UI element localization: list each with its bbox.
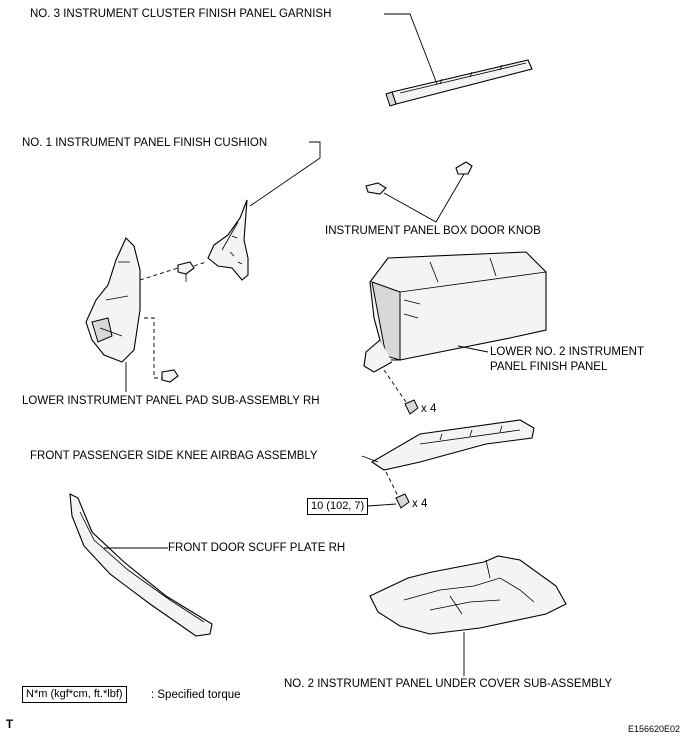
lower-no2-finish-panel-part bbox=[363, 251, 547, 373]
under-cover-part bbox=[369, 555, 567, 635]
cluster-garnish-leader bbox=[384, 13, 438, 85]
label-scuff-plate: FRONT DOOR SCUFF PLATE RH bbox=[168, 542, 346, 554]
label-qty-upper: x 4 bbox=[421, 403, 437, 415]
label-finish-cushion: NO. 1 INSTRUMENT PANEL FINISH CUSHION bbox=[22, 137, 268, 149]
label-lower-no2-line1: LOWER NO. 2 INSTRUMENT bbox=[490, 346, 644, 358]
label-knee-airbag: FRONT PASSENGER SIDE KNEE AIRBAG ASSEMBL… bbox=[30, 450, 318, 462]
footer-mark: T bbox=[6, 719, 14, 731]
pad-clip-lower bbox=[161, 369, 179, 383]
finish-cushion-part bbox=[207, 199, 249, 281]
label-box-door-knob: INSTRUMENT PANEL BOX DOOR KNOB bbox=[325, 225, 541, 237]
pad-clip-lower-dashline bbox=[144, 317, 162, 379]
pad-clip-upper bbox=[177, 261, 195, 282]
label-lower-no2-line2: PANEL FINISH PANEL bbox=[490, 361, 608, 373]
box-door-knob-leader bbox=[383, 173, 465, 223]
airbag-bolt-dashline bbox=[385, 471, 399, 497]
glovebox-bolt-dashline bbox=[383, 369, 407, 403]
torque-leader bbox=[367, 503, 397, 507]
lower-no2-leader bbox=[457, 345, 489, 353]
box-door-knob-parts bbox=[365, 161, 473, 195]
torque-value-box: 10 (102, 7) bbox=[307, 498, 369, 515]
legend-description: : Specified torque bbox=[151, 689, 241, 701]
finish-cushion-leader bbox=[249, 141, 321, 207]
knee-airbag-leader bbox=[361, 455, 379, 463]
lower-pad-rh-part bbox=[85, 237, 141, 363]
figure-code: E156620E02 bbox=[628, 724, 681, 734]
pad-clip-upper-dashline bbox=[139, 261, 207, 281]
label-qty-lower: x 4 bbox=[412, 498, 428, 510]
knee-airbag-part bbox=[370, 419, 535, 471]
glovebox-bolt bbox=[404, 399, 419, 415]
label-lower-pad-rh: LOWER INSTRUMENT PANEL PAD SUB-ASSEMBLY … bbox=[22, 395, 320, 407]
label-under-cover: NO. 2 INSTRUMENT PANEL UNDER COVER SUB-A… bbox=[284, 678, 613, 690]
scuff-plate-part bbox=[69, 493, 213, 637]
label-cluster-garnish: NO. 3 INSTRUMENT CLUSTER FINISH PANEL GA… bbox=[30, 8, 332, 20]
cluster-garnish-part bbox=[385, 59, 533, 107]
airbag-bolt bbox=[395, 493, 410, 509]
legend-units-box: N*m (kgf*cm, ft.*lbf) bbox=[22, 686, 127, 703]
